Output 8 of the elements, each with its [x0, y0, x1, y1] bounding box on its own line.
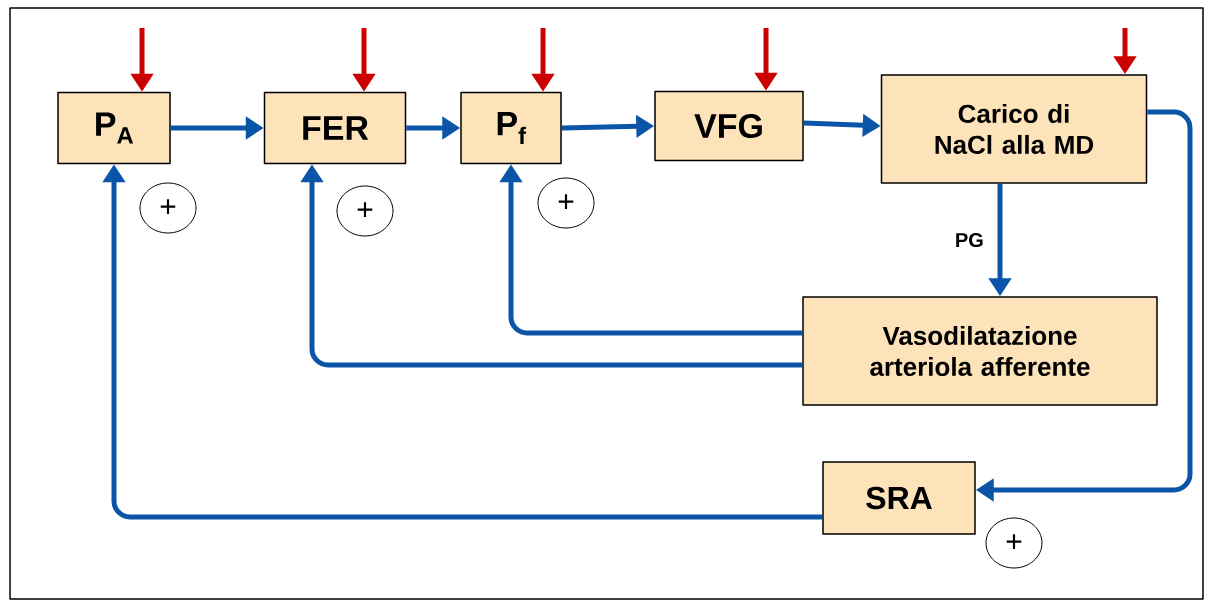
process-box: FER: [263, 91, 407, 165]
process-box: Vasodilatazione arteriola afferente: [802, 296, 1158, 406]
process-box: SRA: [822, 461, 976, 535]
edge-label: PG: [952, 230, 986, 250]
process-box: Carico di NaCl alla MD: [880, 74, 1148, 184]
process-box: P$_{A}$: [57, 91, 171, 165]
process-box: VFG: [654, 90, 804, 162]
process-box: P$_{f}$: [460, 91, 562, 165]
